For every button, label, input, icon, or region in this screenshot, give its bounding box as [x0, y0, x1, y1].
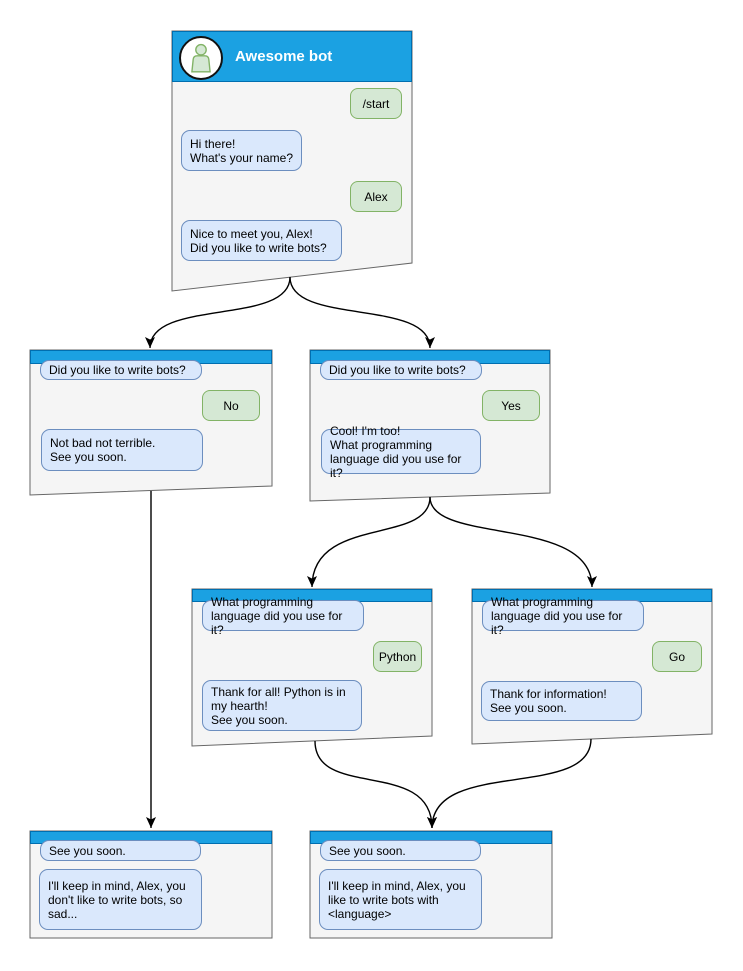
python-window-question: What programming language did you use fo…: [202, 595, 364, 637]
sad-ending-question: See you soon.: [40, 840, 201, 861]
bot-title: Awesome bot: [235, 48, 333, 65]
yes-window-reply: Cool! I'm too! What programming language…: [321, 424, 481, 480]
no-window-reply: Not bad not terrible. See you soon.: [41, 429, 203, 471]
main-window-header: Awesome bot: [172, 31, 412, 82]
sad-ending-reply: I'll keep in mind, Alex, you don't like …: [39, 869, 202, 930]
connector-python-to-happy-ending: [314, 740, 437, 829]
connector-main-to-no: [145, 276, 291, 349]
person-icon: [191, 43, 211, 73]
connector-go-to-happy-ending: [427, 738, 592, 829]
yes-window-question: Did you like to write bots?: [320, 360, 482, 380]
bot-message-greeting: Hi there! What's your name?: [181, 130, 302, 171]
python-window-answer: Python: [373, 641, 422, 672]
yes-window-answer: Yes: [482, 390, 540, 421]
connector-yes-to-python: [307, 496, 431, 588]
no-window-question: Did you like to write bots?: [40, 360, 202, 380]
python-window-reply: Thank for all! Python is in my hearth! S…: [202, 680, 362, 731]
no-window-answer: No: [202, 390, 260, 421]
user-message-name: Alex: [350, 181, 402, 212]
avatar: [179, 36, 223, 80]
happy-ending-reply: I'll keep in mind, Alex, you like to wri…: [319, 869, 482, 930]
happy-ending-question: See you soon.: [320, 840, 481, 861]
connector-main-to-yes: [289, 276, 435, 349]
go-window-question: What programming language did you use fo…: [482, 595, 644, 637]
user-message-start: /start: [350, 88, 402, 119]
go-window-reply: Thank for information! See you soon.: [481, 681, 642, 721]
bot-message-question: Nice to meet you, Alex! Did you like to …: [181, 220, 342, 261]
go-window-answer: Go: [652, 641, 702, 672]
connector-yes-to-go: [429, 496, 597, 588]
